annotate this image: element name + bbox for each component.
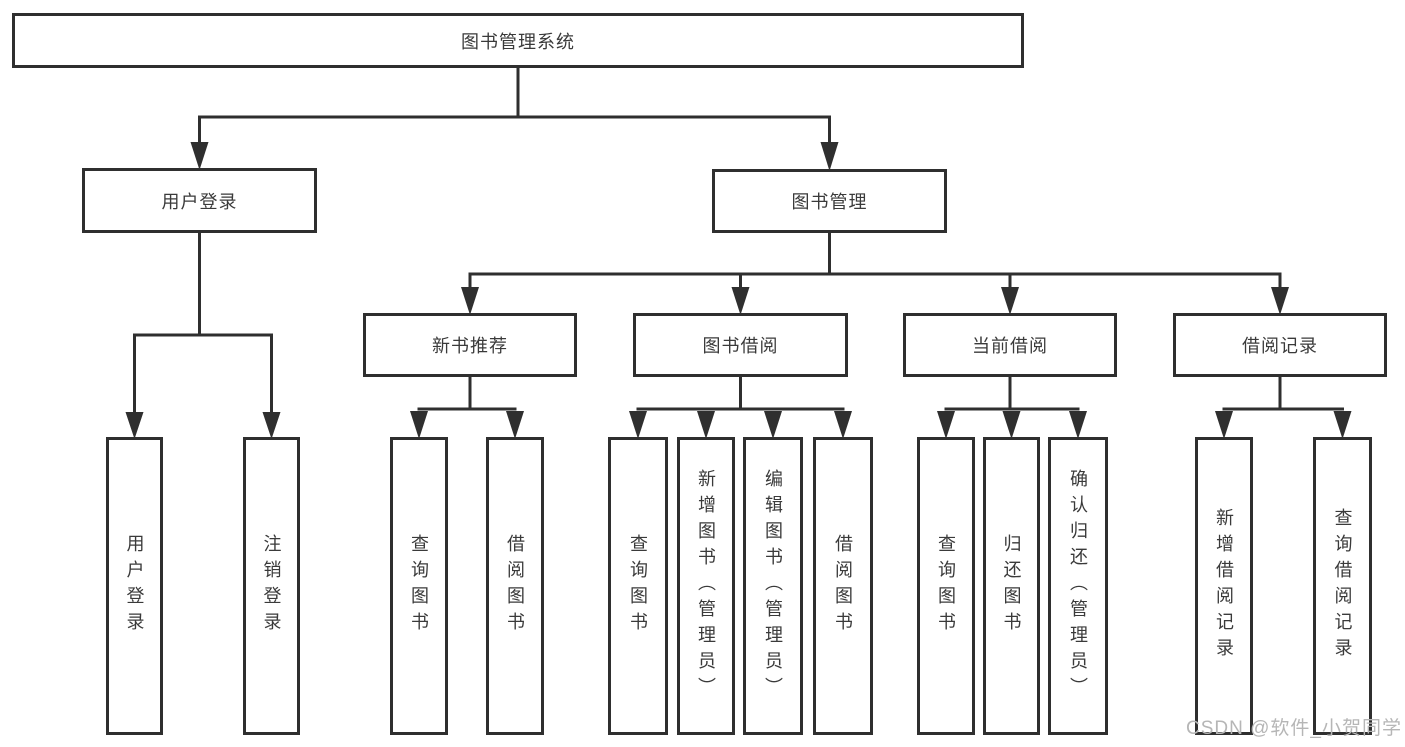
leaf-add-borrow-record: 新增借阅记录: [1195, 437, 1253, 735]
leaf-label: 归还图书: [1001, 534, 1022, 638]
node-root-label: 图书管理系统: [461, 31, 575, 52]
leaf-label: 查询图书: [628, 534, 648, 638]
leaf-label: 查询图书: [936, 534, 956, 638]
node-book-management-branch: 图书管理: [712, 169, 947, 233]
leaf-borrow-books: 借阅图书: [813, 437, 873, 735]
leaf-logout: 注销登录: [243, 437, 300, 735]
node-label: 当前借阅: [972, 336, 1048, 356]
node-label: 借阅记录: [1242, 336, 1318, 356]
node-root-system: 图书管理系统: [12, 13, 1024, 68]
node-new-book-recommend: 新书推荐: [363, 313, 577, 377]
csdn-watermark: CSDN @软件_小贺同学: [1186, 718, 1402, 739]
leaf-borrow-books-recommend: 借阅图书: [486, 437, 544, 735]
arrowheads: [125, 142, 1352, 439]
leaf-user-login: 用户登录: [106, 437, 163, 735]
leaf-label: 编辑图书（管理员）: [763, 469, 783, 703]
leaf-label: 查询图书: [409, 534, 429, 638]
leaf-confirm-return-admin: 确认归还（管理员）: [1048, 437, 1108, 735]
leaf-label: 借阅图书: [833, 534, 853, 638]
node-borrowing-records: 借阅记录: [1173, 313, 1387, 377]
leaf-label: 确认归还（管理员）: [1068, 469, 1088, 703]
leaf-query-books-borrowing: 查询图书: [608, 437, 668, 735]
leaf-return-books: 归还图书: [983, 437, 1040, 735]
leaf-add-books-admin: 新增图书（管理员）: [677, 437, 735, 735]
node-book-borrowing: 图书借阅: [633, 313, 848, 377]
node-current-borrowing: 当前借阅: [903, 313, 1117, 377]
leaf-label: 借阅图书: [505, 534, 525, 638]
node-label: 新书推荐: [432, 336, 508, 356]
leaf-label: 新增图书（管理员）: [696, 469, 716, 703]
leaf-label: 新增借阅记录: [1214, 508, 1234, 664]
leaf-query-books-recommend: 查询图书: [390, 437, 448, 735]
leaf-query-borrow-record: 查询借阅记录: [1313, 437, 1372, 735]
node-label: 图书管理: [791, 192, 868, 212]
node-label: 用户登录: [161, 191, 238, 212]
leaf-label: 注销登录: [261, 534, 282, 638]
leaf-query-books-current: 查询图书: [917, 437, 975, 735]
leaf-label: 查询借阅记录: [1332, 508, 1353, 664]
leaf-label: 用户登录: [124, 534, 145, 638]
node-label: 图书借阅: [702, 336, 779, 356]
node-user-login-branch: 用户登录: [82, 168, 317, 233]
leaf-edit-books-admin: 编辑图书（管理员）: [743, 437, 803, 735]
